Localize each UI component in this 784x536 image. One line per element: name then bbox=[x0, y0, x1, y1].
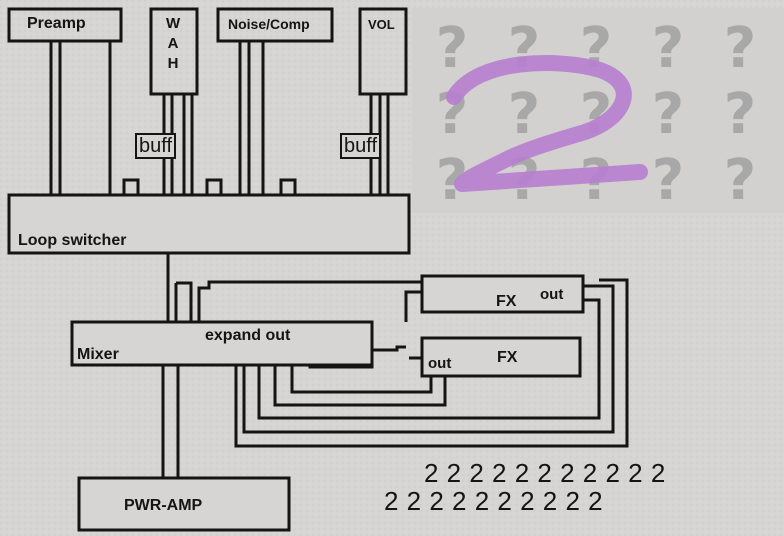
fx-upper-out-label: out bbox=[540, 286, 564, 303]
loop-switcher-box bbox=[7, 193, 411, 255]
twos-row-1: 2 2 2 2 2 2 2 2 2 2 2 bbox=[424, 458, 666, 488]
highlighter-two bbox=[446, 54, 648, 192]
wah-letter-w: W bbox=[166, 15, 181, 32]
loop-switcher-label: Loop switcher bbox=[18, 232, 127, 249]
right-buffer-label: buff bbox=[340, 133, 381, 159]
preamp-label: Preamp bbox=[27, 15, 86, 32]
fx-upper-box bbox=[420, 274, 585, 314]
question-mark-glyph: ? bbox=[724, 148, 756, 213]
wah-label: W A H bbox=[166, 16, 180, 71]
vol-label: VOL bbox=[368, 17, 395, 32]
question-mark-glyph: ? bbox=[652, 82, 684, 147]
fx-upper-label: FX bbox=[496, 293, 517, 310]
mixer-box bbox=[70, 320, 374, 367]
question-mark-glyph: ? bbox=[436, 16, 468, 81]
routing-cables bbox=[161, 253, 629, 478]
question-mark-glyph: ? bbox=[652, 148, 684, 213]
noise-comp-label: Noise/Comp bbox=[228, 16, 310, 32]
question-mark-glyph: ? bbox=[652, 16, 684, 81]
question-mark-glyph: ? bbox=[508, 82, 540, 147]
twos-row-2: 2 2 2 2 2 2 2 2 2 2 bbox=[384, 486, 604, 516]
vol-box bbox=[358, 7, 408, 96]
fx-lower-label: FX bbox=[497, 349, 518, 366]
wah-letter-h: H bbox=[167, 55, 179, 72]
left-buffer-label: buff bbox=[135, 133, 176, 159]
wah-letter-a: A bbox=[167, 35, 179, 52]
preamp-box bbox=[7, 7, 123, 43]
fx-lower-box bbox=[420, 336, 582, 378]
wah-box bbox=[149, 7, 199, 96]
expand-out-label: expand out bbox=[205, 327, 291, 344]
mixer-label: Mixer bbox=[77, 346, 119, 363]
question-mark-glyph: ? bbox=[724, 16, 756, 81]
power-amp-box bbox=[77, 476, 291, 532]
question-mark-glyph: ? bbox=[724, 82, 756, 147]
power-amp-label: PWR-AMP bbox=[124, 497, 203, 514]
fx-lower-out-label: out bbox=[428, 355, 452, 372]
noise-comp-box bbox=[216, 7, 334, 43]
